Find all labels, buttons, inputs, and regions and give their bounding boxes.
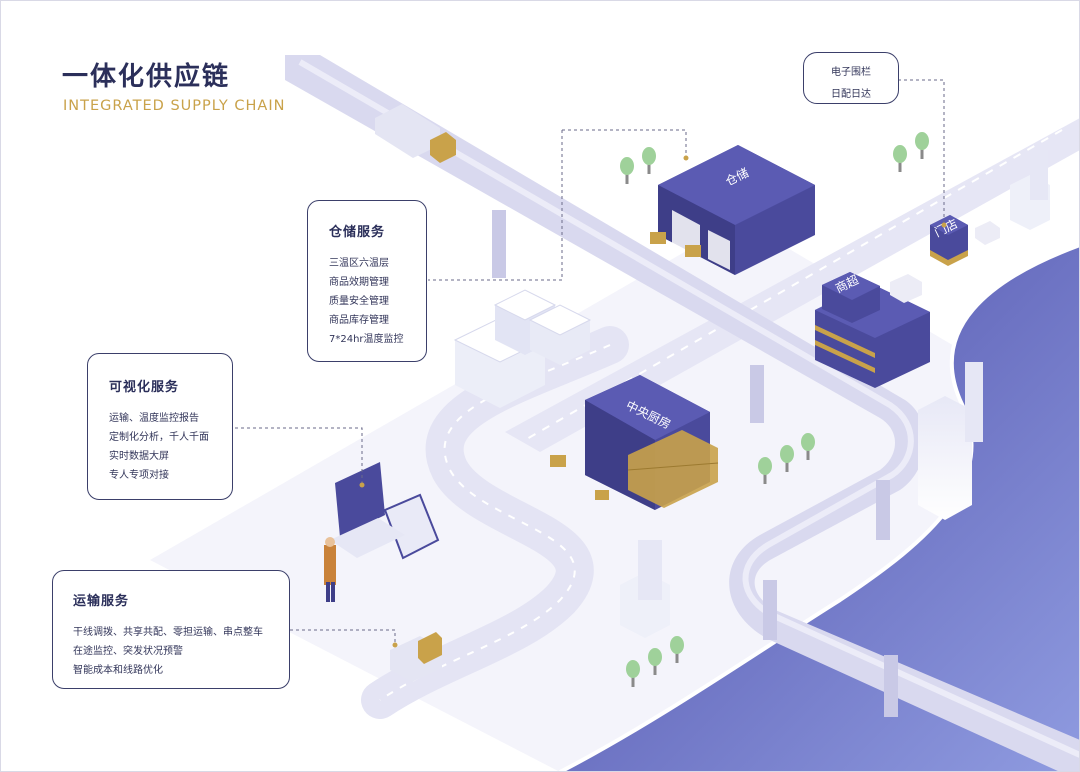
last-mile-card: 电子围栏 日配日达 [803,52,899,104]
transport-services-card: 运输服务 干线调拨、共享共配、零担运输、串点整车 在途监控、突发状况预警 智能成… [52,570,290,689]
supermarket-building: 商超 [815,272,930,388]
visualization-services-heading: 可视化服务 [109,380,180,395]
truck-top [375,104,456,163]
truck-bottom [390,632,442,682]
store-building: 门店 [930,215,968,266]
central-kitchen-building: 中央厨房 [585,375,719,510]
warehouse-services-heading: 仓储服务 [329,225,386,240]
transport-service-item: 干线调拨、共享共配、零担运输、串点整车 [73,627,263,638]
last-mile-item: 日配日达 [831,89,871,100]
transport-service-item: 在途监控、突发状况预警 [73,646,183,657]
transport-services-heading: 运输服务 [73,594,130,609]
page-subtitle: INTEGRATED SUPPLY CHAIN [63,98,286,114]
warehouse-service-item: 商品效期管理 [329,277,389,288]
warehouse-service-item: 商品库存管理 [329,315,389,326]
warehouse-service-item: 三温区六温层 [329,258,389,269]
connector-lines [235,79,945,645]
visualization-services-card: 可视化服务 运输、温度监控报告 定制化分析，千人千面 实时数据大屏 专人专项对接 [87,353,233,500]
warehouse-service-item: 质量安全管理 [329,296,389,307]
warehouse-services-card: 仓储服务 三温区六温层 商品效期管理 质量安全管理 商品库存管理 7*24hr温… [307,200,427,362]
trees [620,132,929,687]
forklifts [550,232,701,500]
river-bank [559,243,1080,772]
monitor-screens [324,462,440,602]
office-buildings [453,289,592,408]
visualization-service-item: 运输、温度监控报告 [109,413,199,424]
last-mile-item: 电子围栏 [831,67,871,78]
page-title: 一体化供应链 [62,62,231,92]
visualization-service-item: 实时数据大屏 [109,451,169,462]
visualization-service-item: 定制化分析，千人千面 [109,432,209,443]
towers [620,150,1050,638]
visualization-service-item: 专人专项对接 [109,470,169,481]
truck-small [890,221,1000,303]
warehouse-building: 仓储 [658,145,815,275]
warehouse-service-item: 7*24hr温度监控 [329,334,404,345]
elevated-highway [285,55,1080,772]
transport-service-item: 智能成本和线路优化 [73,665,163,676]
river [560,245,1080,772]
